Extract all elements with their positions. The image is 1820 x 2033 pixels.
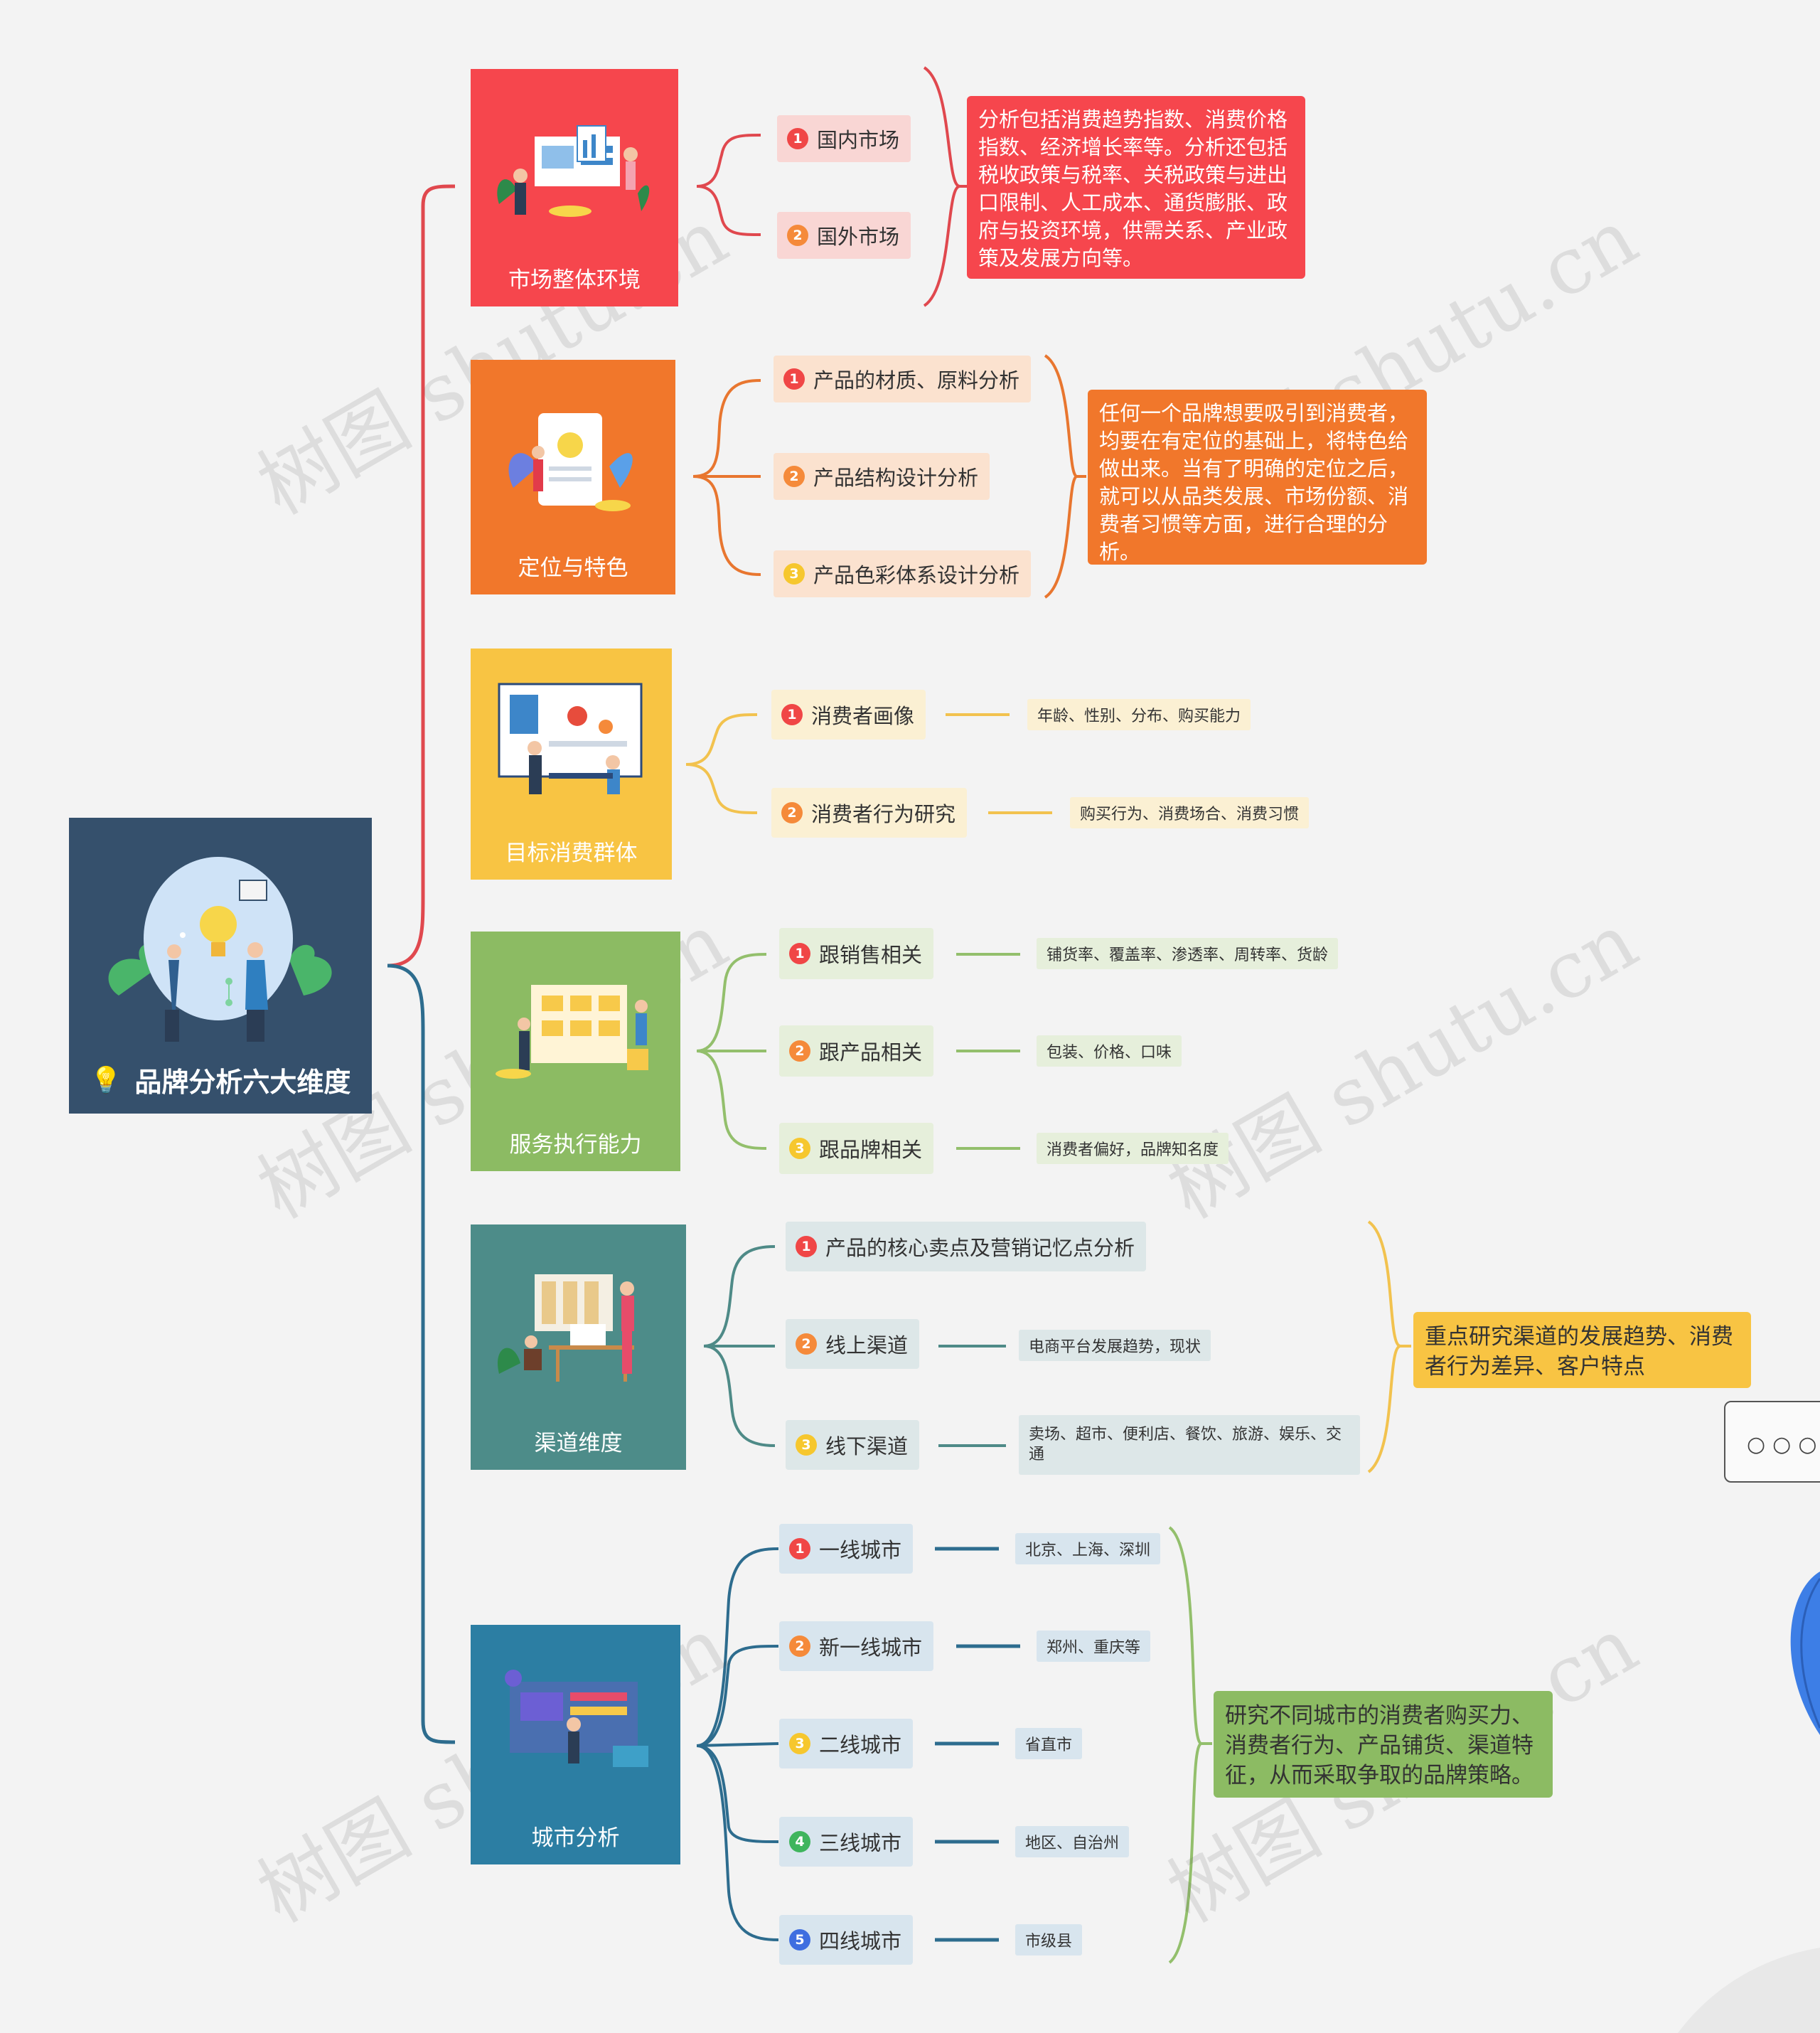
lightbulb-icon: 💡	[90, 1065, 122, 1095]
number-badge: 2	[781, 802, 803, 823]
leaf-tier1-city: 北京、上海、深圳	[1015, 1533, 1161, 1564]
item-label: 产品结构设计分析	[813, 466, 979, 490]
card-position[interactable]: 定位与特色	[471, 360, 675, 594]
item-material-analysis[interactable]: 1 产品的材质、原料分析	[774, 356, 1032, 402]
number-badge: 2	[789, 1636, 810, 1657]
item-label: 产品的材质、原料分析	[813, 368, 1020, 393]
card-label: 渠道维度	[534, 1431, 623, 1456]
number-badge: 2	[796, 1333, 817, 1355]
item-label: 线上渠道	[825, 1333, 909, 1357]
card-city[interactable]: 城市分析	[471, 1625, 680, 1864]
item-label: 三线城市	[819, 1831, 902, 1855]
number-badge: 1	[783, 368, 805, 390]
number-badge: 1	[789, 1538, 810, 1559]
card-market[interactable]: 市场整体环境	[471, 69, 678, 306]
card-label: 服务执行能力	[509, 1132, 642, 1158]
number-badge: 2	[787, 225, 808, 246]
number-badge: 3	[796, 1434, 817, 1456]
market-illustration	[497, 125, 650, 217]
number-badge: 2	[783, 466, 805, 487]
position-illustration	[508, 413, 633, 511]
item-tier2-city[interactable]: 3 二线城市	[779, 1719, 914, 1768]
item-consumer-profile[interactable]: 1 消费者画像	[771, 690, 926, 740]
item-tier1-city[interactable]: 1 一线城市	[779, 1524, 914, 1574]
number-badge: 4	[789, 1831, 810, 1852]
leaf-consumer-behavior: 购买行为、消费场合、消费习惯	[1070, 797, 1310, 828]
number-badge: 3	[783, 563, 805, 585]
brainstorm-illustration	[108, 857, 332, 1042]
card-label: 定位与特色	[518, 555, 628, 581]
leaf-consumer-profile: 年龄、性别、分布、购买能力	[1027, 699, 1251, 730]
item-tier3-city[interactable]: 4 三线城市	[779, 1817, 914, 1867]
item-core-selling-points[interactable]: 1 产品的核心卖点及营销记忆点分析	[786, 1222, 1147, 1271]
card-channel[interactable]: 渠道维度	[471, 1224, 686, 1470]
card-label: 市场整体环境	[508, 267, 641, 293]
leaf-brand-related: 消费者偏好，品牌知名度	[1037, 1133, 1229, 1164]
item-new-tier1-city[interactable]: 2 新一线城市	[779, 1621, 934, 1671]
leaf-sales-related: 铺货率、覆盖率、渗透率、周转率、货龄	[1037, 938, 1339, 969]
item-foreign-market[interactable]: 2 国外市场	[777, 212, 911, 259]
wave-decoration	[1678, 1948, 1820, 2033]
channel-illustration	[497, 1274, 634, 1382]
item-structure-design[interactable]: 2 产品结构设计分析	[774, 453, 990, 500]
number-badge: 5	[789, 1929, 810, 1951]
number-badge: 1	[796, 1236, 817, 1257]
leaf-tier3-city: 地区、自治州	[1015, 1826, 1130, 1857]
item-label: 跟销售相关	[819, 943, 923, 967]
more-options-bubble[interactable]: ○○○	[1724, 1401, 1820, 1483]
leaf-online-channel: 电商平台发展趋势，现状	[1019, 1330, 1211, 1361]
number-badge: 1	[789, 943, 810, 964]
leaf-tier2-city: 省直市	[1015, 1728, 1083, 1759]
leaf-offline-channel: 卖场、超市、便利店、餐饮、旅游、娱乐、交通	[1019, 1415, 1360, 1475]
ellipsis-icon: ○○○	[1747, 1432, 1820, 1457]
item-color-system[interactable]: 3 产品色彩体系设计分析	[774, 550, 1032, 597]
number-badge: 3	[789, 1138, 810, 1159]
card-target[interactable]: 目标消费群体	[471, 649, 672, 880]
item-label: 一线城市	[819, 1538, 902, 1562]
item-tier4-city[interactable]: 5 四线城市	[779, 1915, 914, 1965]
service-illustration	[496, 985, 648, 1079]
root-title: 品牌分析六大维度	[134, 1067, 351, 1098]
card-label: 目标消费群体	[505, 841, 638, 866]
item-label: 二线城市	[819, 1733, 902, 1757]
city-illustration	[505, 1670, 648, 1767]
note-channel: 重点研究渠道的发展趋势、消费者行为差异、客户特点	[1413, 1312, 1751, 1388]
item-label: 消费者行为研究	[811, 802, 956, 826]
card-label: 城市分析	[531, 1825, 620, 1851]
item-label: 产品色彩体系设计分析	[813, 563, 1020, 587]
item-label: 国外市场	[817, 225, 900, 249]
item-online-channel[interactable]: 2 线上渠道	[786, 1319, 920, 1369]
item-label: 产品的核心卖点及营销记忆点分析	[825, 1236, 1135, 1260]
leaf-product-related: 包装、价格、口味	[1037, 1035, 1182, 1067]
leaf-tier4-city: 市级县	[1015, 1924, 1083, 1955]
note-city: 研究不同城市的消费者购买力、消费者行为、产品铺货、渠道特征，从而采取争取的品牌策…	[1214, 1691, 1553, 1798]
leaf-new-tier1-city: 郑州、重庆等	[1037, 1631, 1151, 1662]
number-badge: 1	[781, 704, 803, 725]
root-node[interactable]: 💡 品牌分析六大维度	[69, 818, 372, 1114]
item-brand-related[interactable]: 3 跟品牌相关	[779, 1123, 934, 1174]
number-badge: 3	[789, 1733, 810, 1754]
target-illustration	[498, 683, 643, 794]
card-service[interactable]: 服务执行能力	[471, 932, 680, 1171]
item-label: 消费者画像	[811, 704, 915, 728]
leaf-decoration-icon	[1790, 1572, 1820, 1735]
item-consumer-behavior[interactable]: 2 消费者行为研究	[771, 788, 968, 838]
item-label: 跟品牌相关	[819, 1138, 923, 1162]
note-market: 分析包括消费趋势指数、消费价格指数、经济增长率等。分析还包括税收政策与税率、关税…	[967, 96, 1305, 279]
note-position: 任何一个品牌想要吸引到消费者，均要在有定位的基础上，将特色给做出来。当有了明确的…	[1088, 390, 1427, 565]
item-label: 国内市场	[817, 128, 900, 152]
item-label: 新一线城市	[819, 1636, 923, 1660]
item-domestic-market[interactable]: 1 国内市场	[777, 115, 911, 162]
item-offline-channel[interactable]: 3 线下渠道	[786, 1420, 920, 1470]
item-sales-related[interactable]: 1 跟销售相关	[779, 928, 934, 979]
item-label: 四线城市	[819, 1929, 902, 1953]
item-label: 线下渠道	[825, 1434, 909, 1458]
number-badge: 1	[787, 128, 808, 149]
number-badge: 2	[789, 1040, 810, 1062]
item-product-related[interactable]: 2 跟产品相关	[779, 1025, 934, 1077]
item-label: 跟产品相关	[819, 1040, 923, 1064]
